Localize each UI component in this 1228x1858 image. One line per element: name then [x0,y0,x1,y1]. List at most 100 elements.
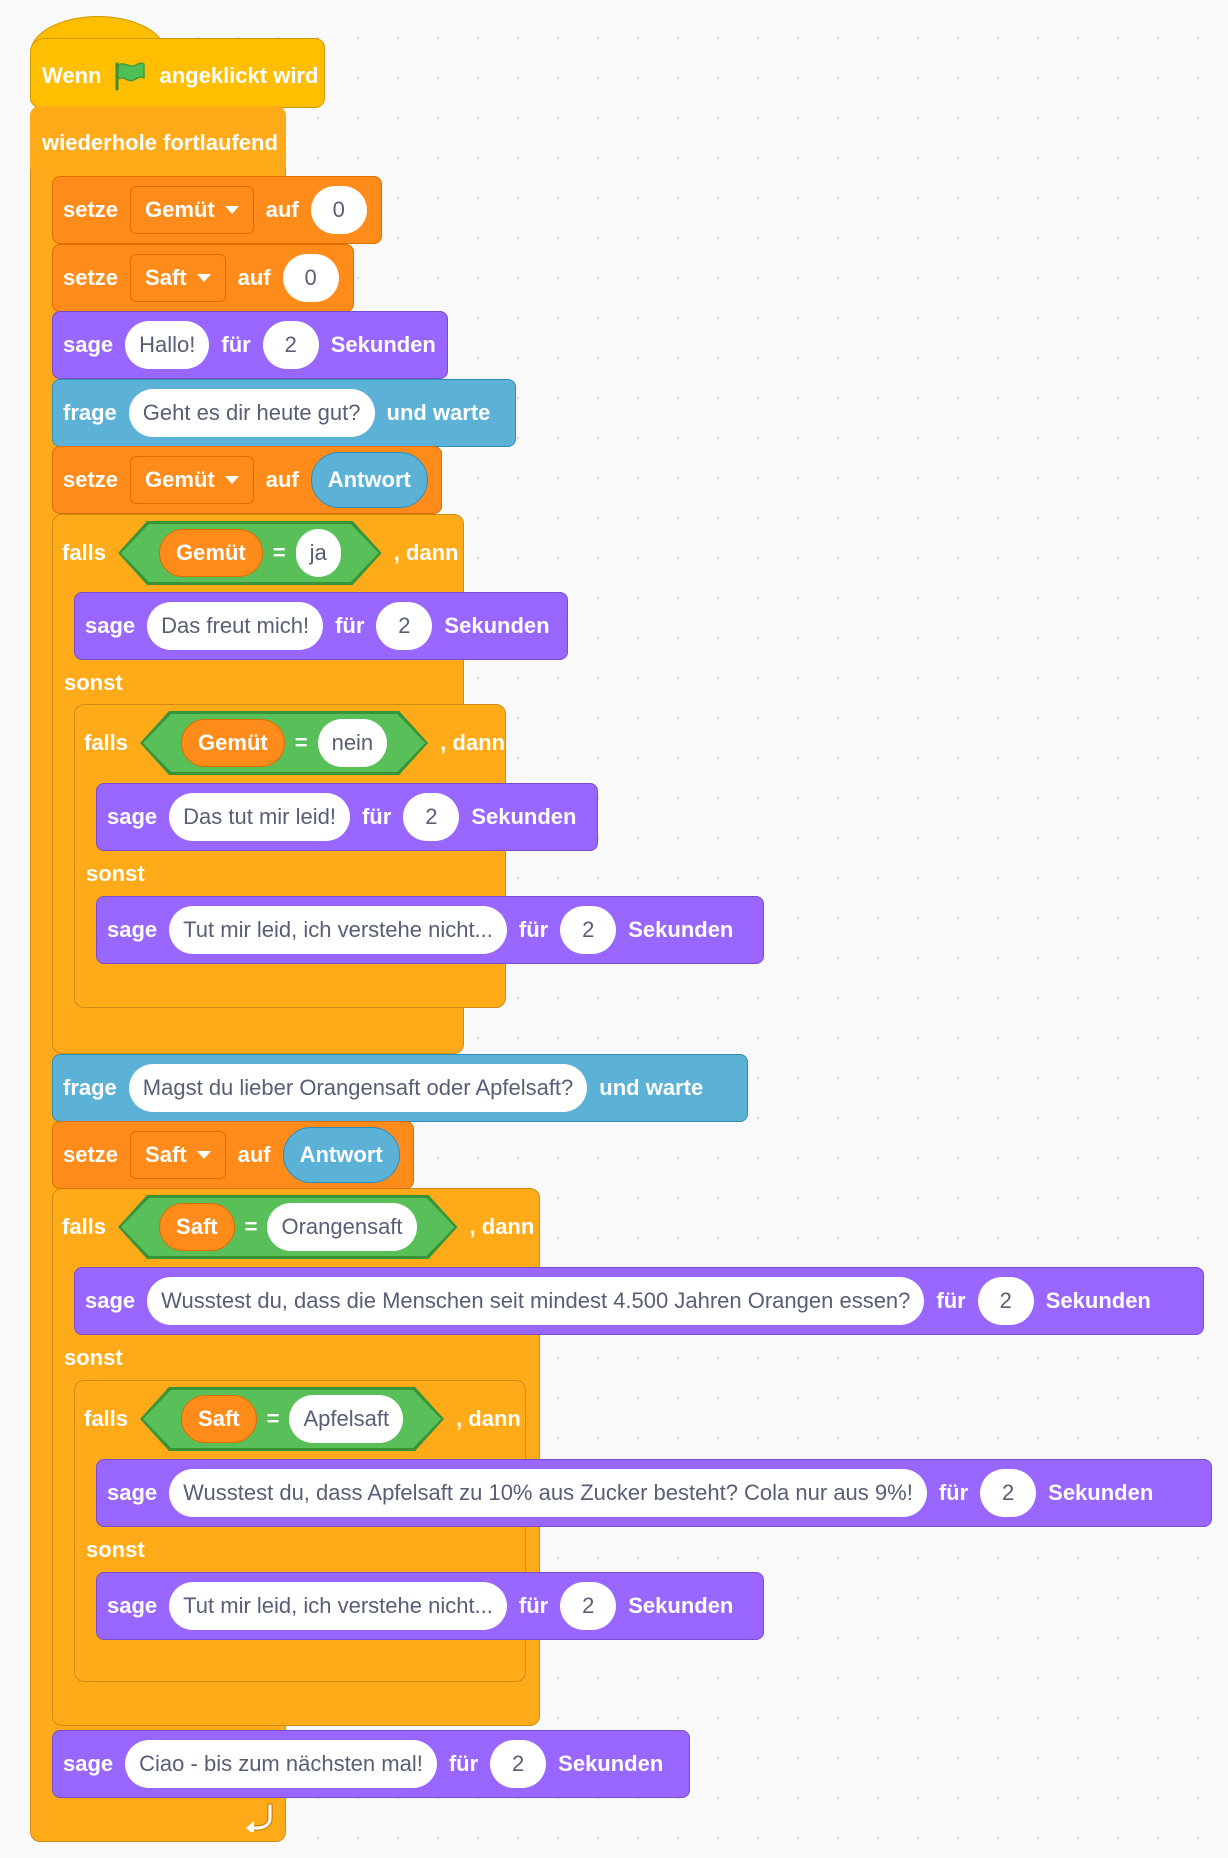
dropdown-caret-icon [224,476,239,484]
dropdown-caret-icon [196,274,211,282]
say-orange-fact-block[interactable]: sage Wusstest du, dass die Menschen seit… [74,1267,1204,1335]
if-label: falls [84,1406,129,1431]
question-input[interactable]: Magst du lieber Orangensaft oder Apfelsa… [128,1064,588,1112]
for-label: für [938,1480,969,1505]
set-label: setze [63,1142,119,1167]
seconds-label: Sekunden [1048,1480,1154,1505]
variable-name: Saft [145,1142,187,1167]
if-label: falls [62,540,107,565]
forever-header [30,106,286,176]
seconds-input[interactable]: 2 [560,1582,617,1630]
seconds-input[interactable]: 2 [977,1277,1034,1325]
say-label: sage [107,1593,158,1618]
and-wait-label: und warte [599,1075,704,1100]
message-input[interactable]: Das tut mir leid! [169,793,350,841]
if-label: falls [62,1214,107,1239]
seconds-label: Sekunden [628,1593,734,1618]
say-apple-fact-block[interactable]: sage Wusstest du, dass Apfelsaft zu 10% … [96,1459,1212,1527]
equals-condition[interactable]: Gemüt = nein [140,711,428,775]
seconds-input[interactable]: 2 [560,906,617,954]
for-label: für [335,613,365,638]
seconds-input[interactable]: 2 [262,321,319,369]
juice-reporter[interactable]: Saft [159,1203,235,1251]
say-label: sage [85,613,136,638]
then-label: , dann [469,1214,535,1239]
variable-dropdown[interactable]: Gemüt [130,186,254,234]
to-label: auf [265,197,299,222]
when-flag-clicked-label: Wenn angeklickt wird [42,61,318,91]
say-label: sage [63,1751,114,1776]
juice-reporter[interactable]: Saft [181,1395,257,1443]
equals-condition[interactable]: Gemüt = ja [118,521,382,585]
value-input[interactable]: 0 [310,186,367,234]
set-mood-0-block[interactable]: setze Gemüt auf 0 [52,176,382,244]
equals-condition[interactable]: Saft = Orangensaft [118,1195,458,1259]
say-sorry-block[interactable]: sage Das tut mir leid! für 2 Sekunden [96,783,598,851]
dropdown-caret-icon [196,1151,211,1159]
variable-name: Gemüt [145,197,215,222]
seconds-input[interactable]: 2 [980,1469,1037,1517]
compare-input[interactable]: Apfelsaft [289,1395,403,1443]
say-dont-understand-block[interactable]: sage Tut mir leid, ich verstehe nicht...… [96,896,764,964]
variable-dropdown[interactable]: Saft [130,254,226,302]
variable-dropdown[interactable]: Gemüt [130,456,254,504]
seconds-label: Sekunden [1045,1288,1151,1313]
set-mood-answer-block[interactable]: setze Gemüt auf Antwort [52,446,442,514]
set-label: setze [63,197,119,222]
answer-reporter[interactable]: Antwort [310,452,428,508]
set-juice-0-block[interactable]: setze Saft auf 0 [52,244,354,312]
message-input[interactable]: Tut mir leid, ich verstehe nicht... [169,906,507,954]
for-label: für [936,1288,966,1313]
message-input[interactable]: Ciao - bis zum nächsten mal! [125,1740,437,1788]
for-label: für [221,332,251,357]
ask-juice-block[interactable]: frage Magst du lieber Orangensaft oder A… [52,1054,748,1122]
value-input[interactable]: 0 [282,254,339,302]
message-input[interactable]: Wusstest du, dass die Menschen seit mind… [147,1277,925,1325]
seconds-input[interactable]: 2 [376,602,433,650]
equals-condition[interactable]: Saft = Apfelsaft [140,1387,444,1451]
seconds-input[interactable]: 2 [490,1740,547,1788]
loop-arrow-icon [246,1803,273,1832]
mood-reporter[interactable]: Gemüt [181,719,285,767]
compare-input[interactable]: ja [296,529,341,577]
say-label: sage [107,1480,158,1505]
compare-input[interactable]: nein [318,719,388,767]
say-label: sage [85,1288,136,1313]
variable-dropdown[interactable]: Saft [130,1131,226,1179]
question-input[interactable]: Geht es dir heute gut? [128,389,375,437]
mood-reporter[interactable]: Gemüt [159,529,263,577]
else-label: sonst [86,861,145,886]
say-label: sage [63,332,114,357]
set-juice-answer-block[interactable]: setze Saft auf Antwort [52,1121,414,1189]
say-hello-block[interactable]: sage Hallo! für 2 Sekunden [52,311,448,379]
message-input[interactable]: Wusstest du, dass Apfelsaft zu 10% aus Z… [169,1469,927,1517]
for-label: für [448,1751,479,1776]
hat-prefix: Wenn [42,63,102,88]
when-flag-clicked-block[interactable] [30,38,325,108]
say-glad-block[interactable]: sage Das freut mich! für 2 Sekunden [74,592,568,660]
message-input[interactable]: Das freut mich! [147,602,324,650]
hat-suffix: angeklickt wird [159,63,319,88]
seconds-label: Sekunden [628,917,734,942]
seconds-input[interactable]: 2 [403,793,460,841]
equals-sign: = [272,540,286,565]
ask-mood-block[interactable]: frage Geht es dir heute gut? und warte [52,379,516,447]
set-label: setze [63,467,119,492]
to-label: auf [237,1142,271,1167]
answer-reporter[interactable]: Antwort [282,1127,400,1183]
compare-input[interactable]: Orangensaft [267,1203,416,1251]
equals-sign: = [294,730,308,755]
message-input[interactable]: Hallo! [125,321,210,369]
for-label: für [518,1593,549,1618]
if-orange-header: falls Saft = Orangensaft , dann [52,1192,542,1262]
seconds-label: Sekunden [330,332,436,357]
seconds-label: Sekunden [444,613,550,638]
say-dont-understand-block[interactable]: sage Tut mir leid, ich verstehe nicht...… [96,1572,764,1640]
for-label: für [361,804,392,829]
message-input[interactable]: Tut mir leid, ich verstehe nicht... [169,1582,507,1630]
then-label: , dann [456,1406,521,1431]
say-bye-block[interactable]: sage Ciao - bis zum nächsten mal! für 2 … [52,1730,690,1798]
if-apple-header: falls Saft = Apfelsaft , dann [74,1384,524,1454]
dropdown-caret-icon [224,206,239,214]
